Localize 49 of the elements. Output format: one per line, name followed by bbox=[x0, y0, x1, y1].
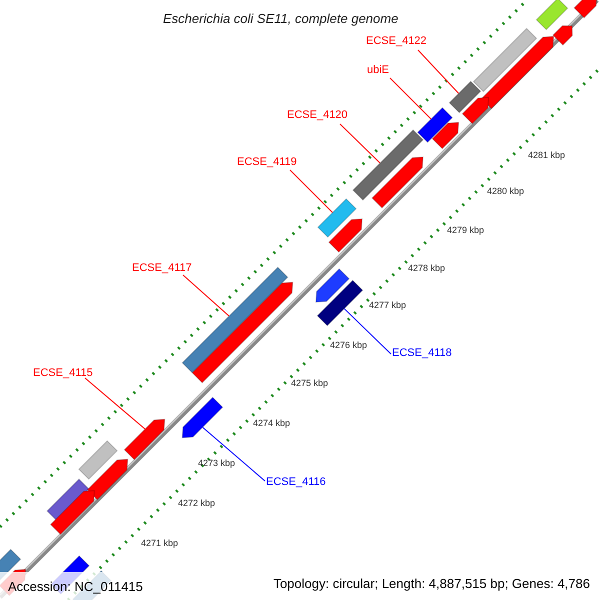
gene-feature bbox=[552, 25, 573, 46]
gene-bar bbox=[352, 129, 424, 201]
gene-label: ECSE_4122 bbox=[366, 35, 427, 48]
tick-label: 4277 kbp bbox=[369, 299, 406, 312]
gene-label: ECSE_4120 bbox=[287, 109, 348, 122]
gene-feature bbox=[432, 122, 460, 150]
gene-feature bbox=[462, 96, 490, 124]
tick-label: 4273 kbp bbox=[198, 457, 236, 470]
gene-label: ECSE_4117 bbox=[132, 262, 192, 275]
tick-label: 4272 kbp bbox=[178, 497, 216, 510]
gene-feature bbox=[50, 490, 95, 536]
gene-label: ECSE_4116 bbox=[266, 476, 326, 489]
tick-label: 4278 kbp bbox=[408, 262, 446, 275]
gene-label: ubiE bbox=[367, 64, 390, 77]
tick-label: 4274 kbp bbox=[253, 417, 290, 430]
tick-label: 4271 kbp bbox=[141, 537, 178, 550]
leader-line bbox=[182, 274, 230, 316]
leader-line bbox=[418, 50, 460, 94]
title: Escherichia coli SE11, complete genome bbox=[163, 10, 398, 28]
gene-feature bbox=[315, 268, 350, 303]
leader-line bbox=[344, 308, 392, 354]
gene-bar bbox=[78, 440, 118, 480]
gene-label: ECSE_4119 bbox=[237, 156, 297, 169]
genome-summary-text: Topology: circular; Length: 4,887,515 bp; Genes: 4,786 bbox=[273, 575, 590, 593]
tick-label: 4275 kbp bbox=[291, 377, 328, 390]
tick-label: 4276 kbp bbox=[330, 339, 368, 352]
tick-label: 4279 kbp bbox=[447, 224, 484, 237]
gene-feature bbox=[182, 396, 224, 438]
gene-feature bbox=[480, 36, 554, 110]
gene-feature bbox=[124, 418, 166, 460]
gene-bar bbox=[316, 280, 364, 326]
leader-line bbox=[84, 378, 146, 430]
leader-line bbox=[390, 78, 432, 120]
gene-label: ECSE_4118 bbox=[392, 347, 452, 360]
leader-line bbox=[290, 170, 333, 213]
gene-bar bbox=[317, 198, 357, 238]
gene-bar bbox=[472, 28, 538, 92]
tick-label: 4281 kbp bbox=[528, 149, 566, 162]
gene-bar bbox=[448, 80, 482, 114]
gene-label: ECSE_4115 bbox=[33, 367, 93, 380]
gene-feature bbox=[371, 156, 424, 209]
leader-line bbox=[340, 124, 380, 164]
gene-feature bbox=[328, 218, 363, 253]
tick-label: 4280 kbp bbox=[487, 185, 524, 198]
gene-bar bbox=[417, 107, 453, 143]
gene-feature bbox=[574, 0, 598, 18]
gene-feature bbox=[86, 458, 128, 500]
leader-line bbox=[202, 426, 266, 482]
gene-bar bbox=[536, 0, 568, 30]
